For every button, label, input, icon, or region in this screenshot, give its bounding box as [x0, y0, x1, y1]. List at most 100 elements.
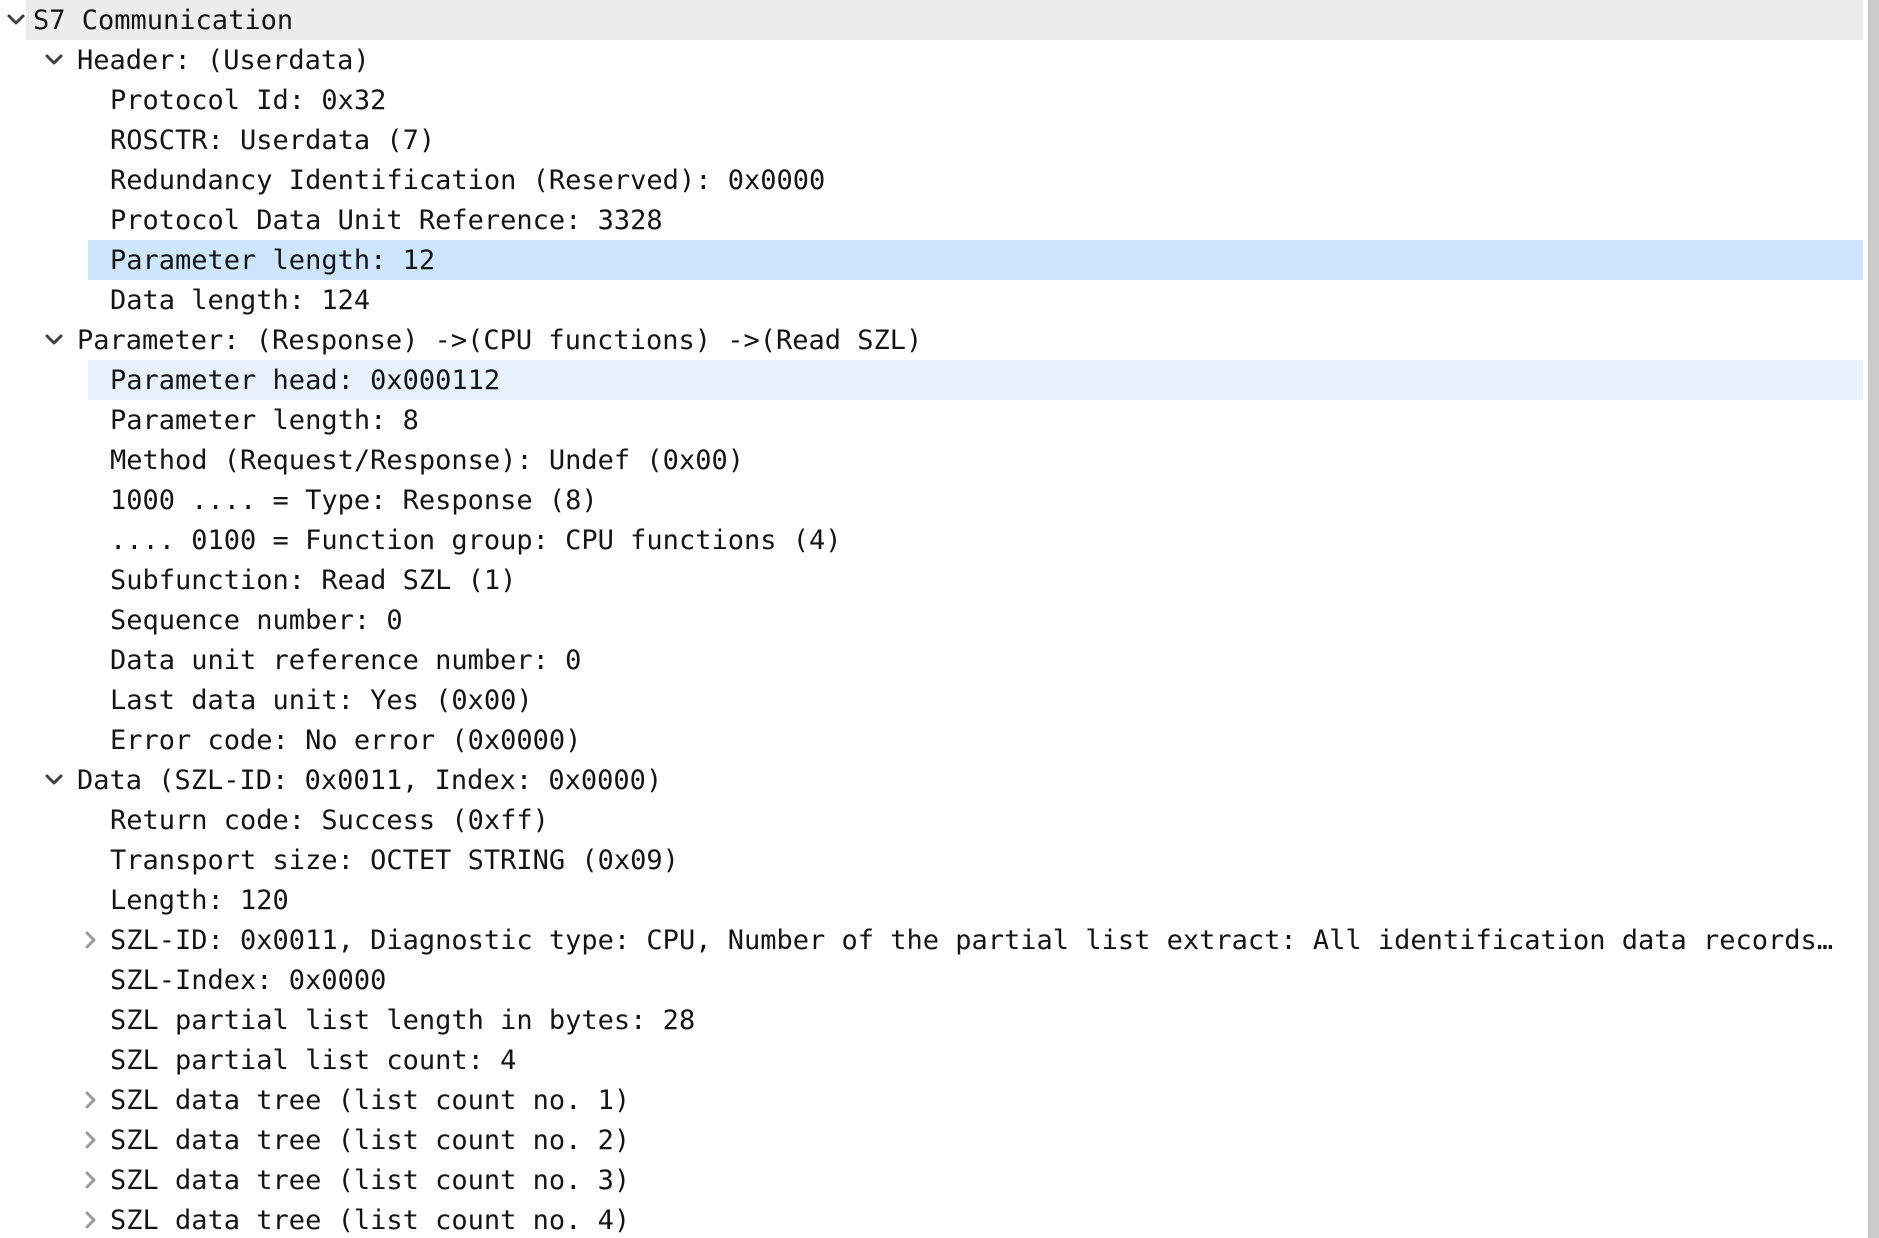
tree-row-item[interactable]: SZL-Index: 0x0000 [88, 960, 1863, 1000]
tree-row-label: SZL partial list length in bytes: 28 [110, 1004, 696, 1036]
tree-row-item[interactable]: Method (Request/Response): Undef (0x00) [88, 440, 1863, 480]
tree-row[interactable]: Last data unit: Yes (0x00) [0, 680, 1879, 720]
tree-row-item[interactable]: Protocol Data Unit Reference: 3328 [88, 200, 1863, 240]
tree-row-item[interactable]: SZL data tree (list count no. 4) [88, 1200, 1863, 1238]
chevron-right-icon[interactable] [80, 1210, 100, 1230]
tree-row[interactable]: SZL-Index: 0x0000 [0, 960, 1879, 1000]
tree-row[interactable]: Error code: No error (0x0000) [0, 720, 1879, 760]
tree-row-label: Data (SZL-ID: 0x0011, Index: 0x0000) [77, 764, 663, 796]
tree-row[interactable]: Sequence number: 0 [0, 600, 1879, 640]
chevron-right-icon[interactable] [80, 1130, 100, 1150]
tree-row-item[interactable]: Last data unit: Yes (0x00) [88, 680, 1863, 720]
tree-row-item[interactable]: SZL data tree (list count no. 1) [88, 1080, 1863, 1120]
tree-row-label: SZL data tree (list count no. 4) [110, 1204, 631, 1236]
tree-row-label: S7 Communication [33, 4, 294, 36]
tree-row-label: ROSCTR: Userdata (7) [110, 124, 436, 156]
tree-row-item[interactable]: Redundancy Identification (Reserved): 0x… [88, 160, 1863, 200]
tree-row[interactable]: SZL partial list length in bytes: 28 [0, 1000, 1879, 1040]
tree-row[interactable]: SZL data tree (list count no. 3) [0, 1160, 1879, 1200]
tree-row-label: Data unit reference number: 0 [110, 644, 582, 676]
tree-row-item[interactable]: Parameter head: 0x000112 [88, 360, 1863, 400]
tree-row-item[interactable]: Parameter: (Response) ->(CPU functions) … [64, 320, 1863, 360]
tree-row-item[interactable]: Data (SZL-ID: 0x0011, Index: 0x0000) [64, 760, 1863, 800]
tree-row[interactable]: 1000 .... = Type: Response (8) [0, 480, 1879, 520]
tree-row-label: SZL partial list count: 4 [110, 1044, 517, 1076]
tree-row-label: Parameter length: 12 [110, 244, 436, 276]
tree-row[interactable]: Protocol Data Unit Reference: 3328 [0, 200, 1879, 240]
tree-row[interactable]: SZL data tree (list count no. 2) [0, 1120, 1879, 1160]
tree-row[interactable]: Redundancy Identification (Reserved): 0x… [0, 160, 1879, 200]
tree-row-label: SZL data tree (list count no. 1) [110, 1084, 631, 1116]
tree-row-item[interactable]: Data length: 124 [88, 280, 1863, 320]
tree-row[interactable]: ROSCTR: Userdata (7) [0, 120, 1879, 160]
tree-row[interactable]: SZL data tree (list count no. 4) [0, 1200, 1879, 1238]
tree-row[interactable]: Data length: 124 [0, 280, 1879, 320]
tree-row[interactable]: SZL-ID: 0x0011, Diagnostic type: CPU, Nu… [0, 920, 1879, 960]
tree-row-label: Subfunction: Read SZL (1) [110, 564, 517, 596]
tree-row-item[interactable]: Error code: No error (0x0000) [88, 720, 1863, 760]
chevron-right-icon[interactable] [80, 1090, 100, 1110]
tree-row-label: Parameter length: 8 [110, 404, 419, 436]
tree-row-item[interactable]: Sequence number: 0 [88, 600, 1863, 640]
tree-row-label: Transport size: OCTET STRING (0x09) [110, 844, 679, 876]
tree-row-item[interactable]: Length: 120 [88, 880, 1863, 920]
tree-row[interactable]: Header: (Userdata) [0, 40, 1879, 80]
tree-row[interactable]: Method (Request/Response): Undef (0x00) [0, 440, 1879, 480]
tree-row-item[interactable]: .... 0100 = Function group: CPU function… [88, 520, 1863, 560]
tree-row-label: Parameter: (Response) ->(CPU functions) … [77, 324, 923, 356]
tree-row-item[interactable]: SZL data tree (list count no. 3) [88, 1160, 1863, 1200]
tree-row[interactable]: Parameter head: 0x000112 [0, 360, 1879, 400]
tree-row-label: Method (Request/Response): Undef (0x00) [110, 444, 744, 476]
tree-row-item[interactable]: Subfunction: Read SZL (1) [88, 560, 1863, 600]
tree-row-item[interactable]: SZL data tree (list count no. 2) [88, 1120, 1863, 1160]
tree-row-label: Redundancy Identification (Reserved): 0x… [110, 164, 826, 196]
tree-row[interactable]: S7 Communication [0, 0, 1879, 40]
chevron-down-icon[interactable] [6, 10, 26, 30]
tree-row[interactable]: .... 0100 = Function group: CPU function… [0, 520, 1879, 560]
tree-row[interactable]: Data (SZL-ID: 0x0011, Index: 0x0000) [0, 760, 1879, 800]
tree-row[interactable]: Return code: Success (0xff) [0, 800, 1879, 840]
tree-row-label: SZL data tree (list count no. 3) [110, 1164, 631, 1196]
tree-row-item[interactable]: Parameter length: 8 [88, 400, 1863, 440]
chevron-right-icon[interactable] [80, 1170, 100, 1190]
tree-row-label: Header: (Userdata) [77, 44, 370, 76]
tree-row[interactable]: SZL data tree (list count no. 1) [0, 1080, 1879, 1120]
tree-row-item[interactable]: Protocol Id: 0x32 [88, 80, 1863, 120]
tree-row[interactable]: Protocol Id: 0x32 [0, 80, 1879, 120]
tree-row-item[interactable]: Parameter length: 12 [88, 240, 1863, 280]
tree-row-label: SZL-Index: 0x0000 [110, 964, 387, 996]
tree-row-item[interactable]: Header: (Userdata) [64, 40, 1863, 80]
tree-row-label: Data length: 124 [110, 284, 371, 316]
tree-row[interactable]: Length: 120 [0, 880, 1879, 920]
chevron-down-icon[interactable] [44, 330, 64, 350]
tree-row-item[interactable]: ROSCTR: Userdata (7) [88, 120, 1863, 160]
tree-row-label: SZL data tree (list count no. 2) [110, 1124, 631, 1156]
tree-row[interactable]: Subfunction: Read SZL (1) [0, 560, 1879, 600]
tree-row-item[interactable]: SZL-ID: 0x0011, Diagnostic type: CPU, Nu… [88, 920, 1863, 960]
tree-row-item[interactable]: Return code: Success (0xff) [88, 800, 1863, 840]
tree-row-item[interactable]: 1000 .... = Type: Response (8) [88, 480, 1863, 520]
tree-row-label: SZL-ID: 0x0011, Diagnostic type: CPU, Nu… [110, 924, 1834, 956]
tree-row-label: Return code: Success (0xff) [110, 804, 549, 836]
tree-row[interactable]: Transport size: OCTET STRING (0x09) [0, 840, 1879, 880]
tree-row[interactable]: SZL partial list count: 4 [0, 1040, 1879, 1080]
tree-row[interactable]: Parameter length: 8 [0, 400, 1879, 440]
tree-row-item[interactable]: SZL partial list length in bytes: 28 [88, 1000, 1863, 1040]
tree-row[interactable]: Parameter length: 12 [0, 240, 1879, 280]
tree-row-label: Protocol Data Unit Reference: 3328 [110, 204, 663, 236]
chevron-down-icon[interactable] [44, 50, 64, 70]
tree-row-label: Sequence number: 0 [110, 604, 403, 636]
tree-row-item[interactable]: SZL partial list count: 4 [88, 1040, 1863, 1080]
vertical-scrollbar[interactable] [1868, 0, 1879, 1238]
chevron-down-icon[interactable] [44, 770, 64, 790]
tree-row-item[interactable]: Data unit reference number: 0 [88, 640, 1863, 680]
tree-row[interactable]: Data unit reference number: 0 [0, 640, 1879, 680]
tree-row[interactable]: Parameter: (Response) ->(CPU functions) … [0, 320, 1879, 360]
tree-row-label: Last data unit: Yes (0x00) [110, 684, 533, 716]
chevron-right-icon[interactable] [80, 930, 100, 950]
tree-row-item[interactable]: Transport size: OCTET STRING (0x09) [88, 840, 1863, 880]
tree-row-label: Length: 120 [110, 884, 289, 916]
tree-row-label: .... 0100 = Function group: CPU function… [110, 524, 842, 556]
tree-row-item[interactable]: S7 Communication [26, 0, 1863, 40]
